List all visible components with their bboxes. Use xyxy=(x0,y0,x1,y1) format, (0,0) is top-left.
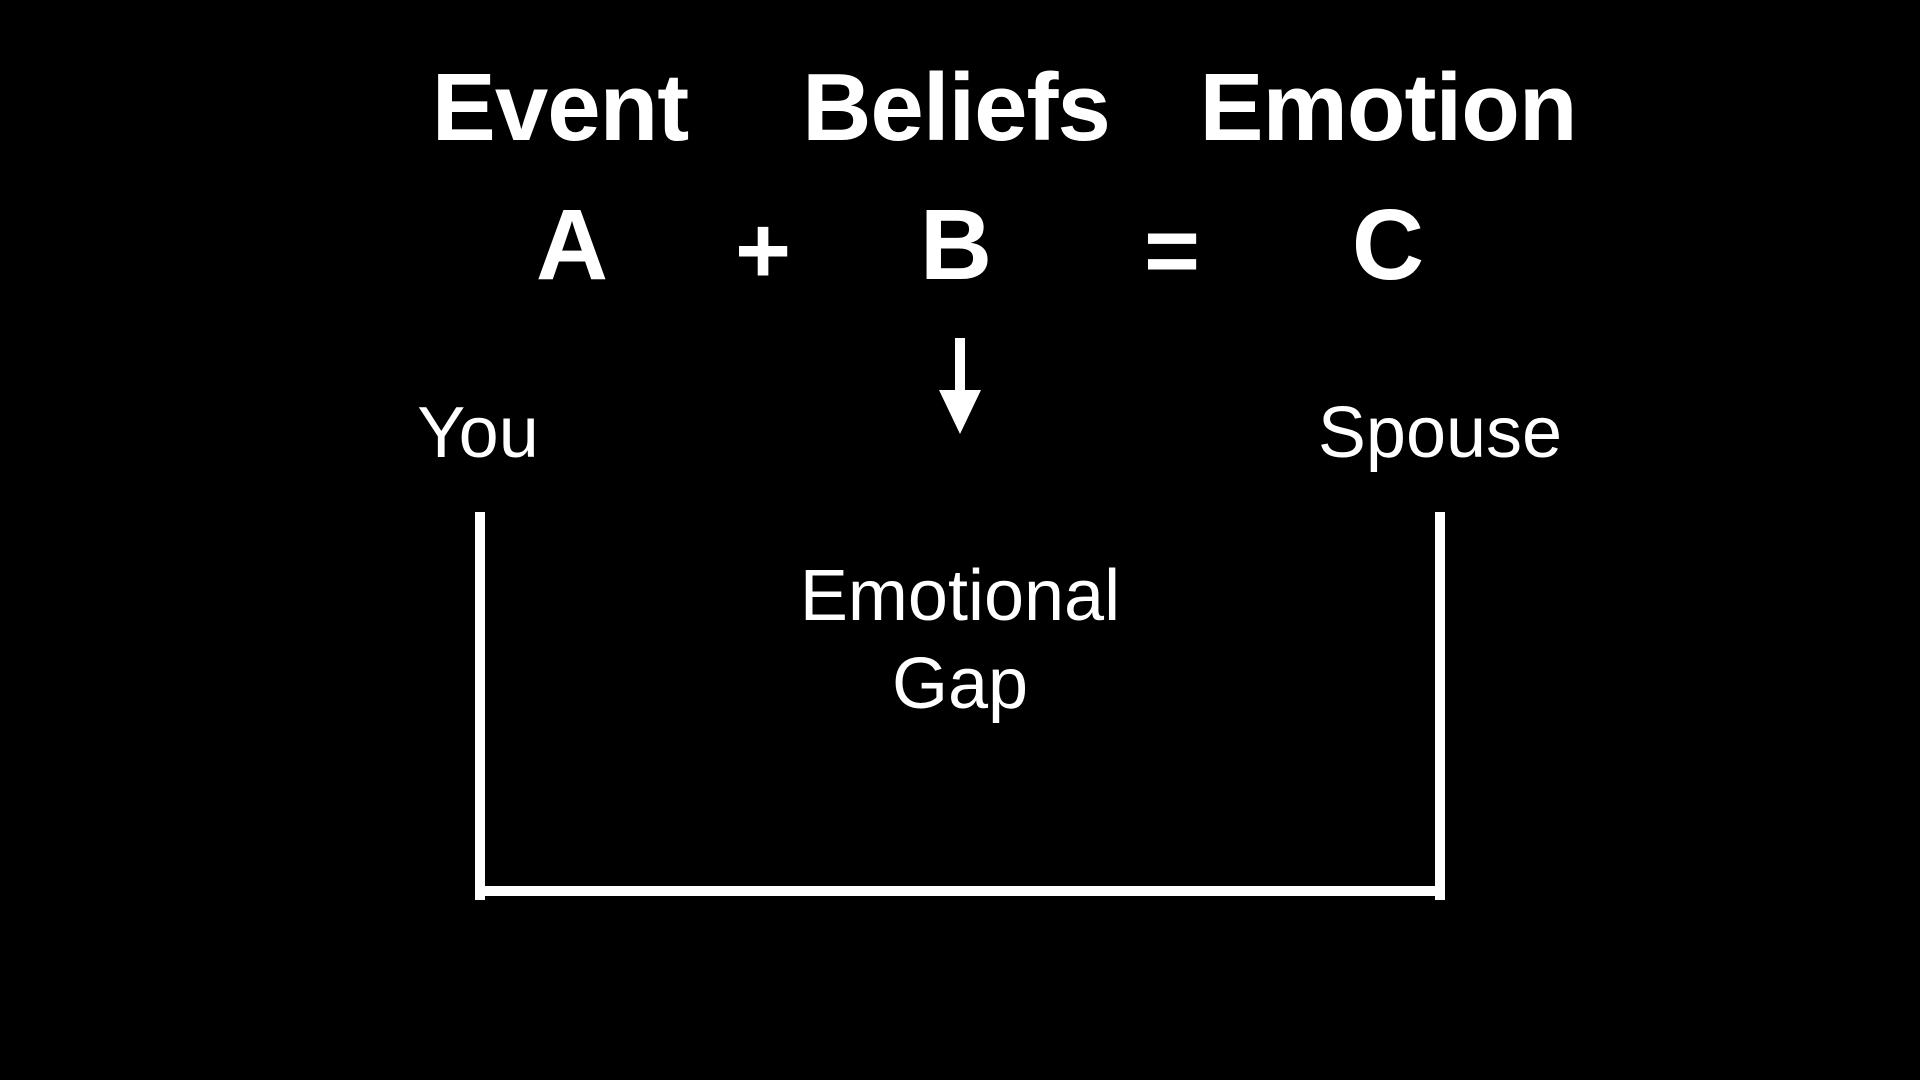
equals-sign: = xyxy=(1143,197,1201,304)
beliefs-heading: Beliefs xyxy=(802,54,1111,161)
letter-c: C xyxy=(1351,189,1425,301)
down-arrow-icon xyxy=(939,338,981,434)
event-heading: Event xyxy=(431,54,689,161)
letter-a: A xyxy=(535,189,609,301)
gap-label-line-1: Emotional xyxy=(799,556,1121,636)
gap-bracket xyxy=(475,512,1445,900)
spouse-label: Spouse xyxy=(1317,393,1563,473)
you-label: You xyxy=(417,393,539,473)
gap-label-line-2: Gap xyxy=(891,644,1029,724)
letter-b: B xyxy=(919,189,993,301)
emotional-gap-label: Emotional Gap xyxy=(710,552,1210,728)
emotion-heading: Emotion xyxy=(1199,54,1578,161)
plus-sign: + xyxy=(734,197,792,304)
